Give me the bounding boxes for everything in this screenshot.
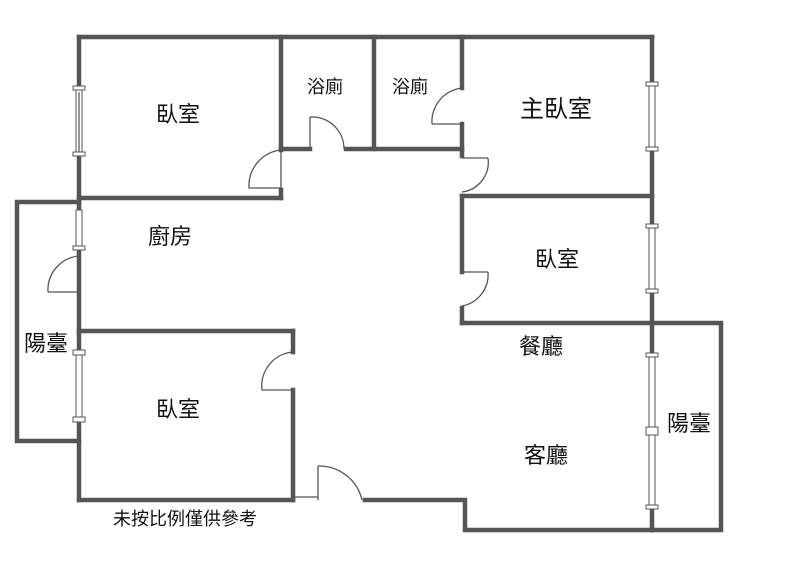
door-bedroom-right bbox=[461, 271, 489, 307]
door-entrance bbox=[293, 465, 363, 501]
label-bathroom-1: 浴廁 bbox=[307, 76, 343, 98]
window-bedroom1-cap-top bbox=[72, 85, 86, 91]
door-bedroom3 bbox=[261, 351, 294, 391]
window-living-cap-top bbox=[645, 352, 659, 358]
window-bedroom3-cap-bottom bbox=[72, 416, 86, 423]
door-bath1 bbox=[309, 116, 345, 150]
walls bbox=[14, 34, 724, 533]
window-bedroom-right-cap-bottom bbox=[645, 288, 659, 294]
door-bath2 bbox=[431, 87, 463, 125]
window-living-cap-bottom bbox=[645, 504, 659, 510]
window-bedroom-right-cap-top bbox=[645, 223, 659, 229]
label-dining: 餐廳 bbox=[519, 335, 563, 360]
window-bedroom1-cap-bottom bbox=[72, 151, 86, 157]
label-kitchen: 廚房 bbox=[148, 225, 192, 250]
window-master-cap-top bbox=[645, 81, 659, 87]
label-balcony-right: 陽臺 bbox=[667, 412, 711, 437]
window-living-cap-mid bbox=[645, 426, 659, 436]
room-labels: 臥室 浴廁 浴廁 主臥室 廚房 臥室 陽臺 餐廳 臥室 陽臺 客廳 bbox=[24, 76, 711, 469]
wall-bottom-right bbox=[362, 497, 655, 533]
window-master bbox=[648, 83, 656, 151]
window-bedroom3 bbox=[75, 351, 83, 421]
disclaimer-note: 未按比例僅供參考 bbox=[113, 509, 257, 530]
label-master-bedroom: 主臥室 bbox=[520, 95, 592, 123]
window-bedroom3-cap-top bbox=[72, 349, 86, 356]
label-bedroom-right: 臥室 bbox=[535, 248, 579, 273]
label-living-room: 客廳 bbox=[524, 444, 568, 469]
window-kitchen bbox=[75, 209, 83, 251]
door-master bbox=[461, 157, 489, 193]
door-kitchen-balcony bbox=[47, 255, 80, 293]
label-bedroom-bottom-left: 臥室 bbox=[156, 398, 200, 423]
label-balcony-left: 陽臺 bbox=[24, 332, 68, 357]
label-bathroom-2: 浴廁 bbox=[392, 76, 428, 98]
windows bbox=[72, 81, 659, 510]
wall-right-balcony bbox=[649, 320, 724, 533]
window-kitchen-cap bbox=[72, 245, 86, 251]
window-bedroom-right bbox=[648, 225, 656, 293]
window-master-cap-bottom bbox=[645, 146, 659, 152]
label-bedroom-top-left: 臥室 bbox=[156, 103, 200, 128]
wall-left-balcony bbox=[14, 199, 82, 444]
door-bedroom1 bbox=[248, 149, 282, 190]
doors bbox=[47, 87, 489, 501]
